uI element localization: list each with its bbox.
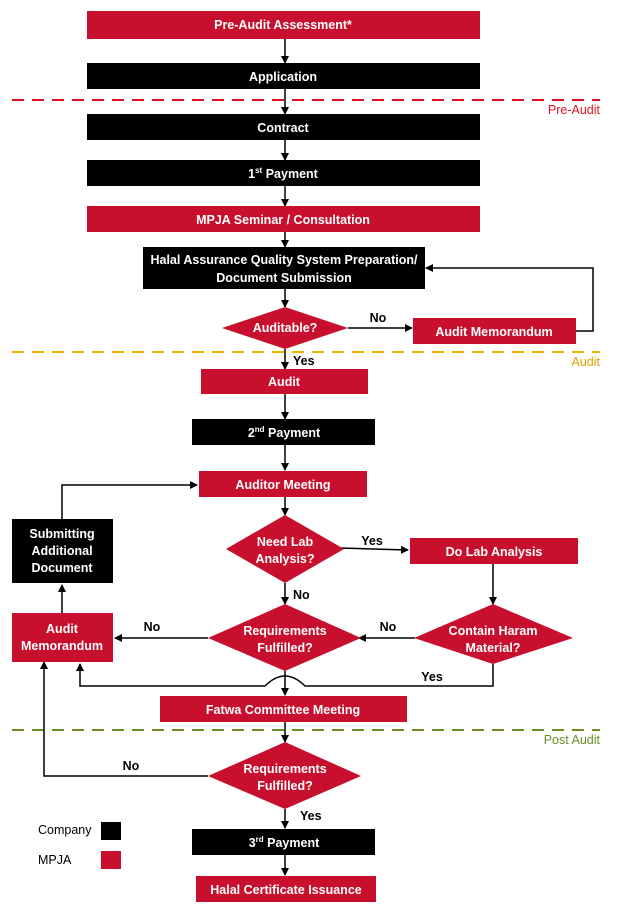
pre-audit-assessment-box bbox=[87, 11, 480, 39]
submitting-additional-box bbox=[12, 519, 113, 583]
pre-audit-label: Pre-Audit bbox=[548, 103, 601, 117]
auditable-text: Auditable? bbox=[253, 321, 318, 335]
auditable-no-label: No bbox=[370, 311, 387, 325]
edge-req2-no bbox=[40, 661, 208, 777]
payment2-num: 2 bbox=[248, 426, 255, 440]
do-lab-analysis-text: Do Lab Analysis bbox=[446, 545, 543, 559]
auditor-meeting-box bbox=[199, 471, 367, 497]
payment3-text: 3rd Payment bbox=[249, 835, 320, 850]
submitting-text-line3: Document bbox=[31, 561, 93, 575]
req2-text-line2: Fulfilled? bbox=[257, 779, 313, 793]
edge-needlab-yes bbox=[339, 545, 409, 554]
audit-box bbox=[201, 369, 368, 394]
haram-yes-label: Yes bbox=[421, 670, 443, 684]
need-lab-text-line1: Need Lab bbox=[257, 535, 314, 549]
payment1-label: Payment bbox=[262, 167, 318, 181]
req2-text-line1: Requirements bbox=[243, 762, 326, 776]
req1-text-line2: Fulfilled? bbox=[257, 641, 313, 655]
lab-no-label: No bbox=[293, 588, 310, 602]
certificate-box bbox=[196, 876, 376, 902]
fatwa-meeting-box bbox=[160, 696, 407, 722]
legend-mpja-label: MPJA bbox=[38, 853, 72, 867]
need-lab-diamond bbox=[226, 515, 344, 583]
submitting-text-line2: Additional bbox=[31, 544, 92, 558]
haram-text-line2: Material? bbox=[466, 641, 521, 655]
fatwa-meeting-text: Fatwa Committee Meeting bbox=[206, 703, 360, 717]
payment1-num: 1 bbox=[248, 167, 255, 181]
contract-text: Contract bbox=[257, 121, 309, 135]
payment3-label: Payment bbox=[264, 836, 320, 850]
payment1-text: 1st Payment bbox=[248, 166, 318, 181]
post-audit-label: Post Audit bbox=[544, 733, 601, 747]
req2-no-label: No bbox=[123, 759, 140, 773]
pre-audit-assessment-text: Pre-Audit Assessment* bbox=[214, 18, 352, 32]
certificate-text: Halal Certificate Issuance bbox=[210, 883, 362, 897]
legend-mpja-swatch bbox=[101, 851, 121, 869]
audit-memorandum-left-box bbox=[12, 613, 113, 662]
audit-memorandum-top-box bbox=[413, 318, 576, 344]
auditable-yes-label: Yes bbox=[293, 354, 315, 368]
audit-memo-left-text-line2: Memorandum bbox=[21, 639, 103, 653]
auditable-diamond bbox=[222, 307, 348, 349]
edge-submitting-meeting bbox=[61, 481, 198, 519]
haram-text-line1: Contain Haram bbox=[449, 624, 538, 638]
legend-company-swatch bbox=[101, 822, 121, 840]
requirements-1-diamond bbox=[208, 604, 361, 671]
payment2-text: 2nd Payment bbox=[248, 425, 321, 440]
audit-memo-left-text-line1: Audit bbox=[46, 622, 79, 636]
seminar-box bbox=[87, 206, 480, 232]
halal-prep-text-line2: Document Submission bbox=[216, 271, 351, 285]
legend-company-label: Company bbox=[38, 823, 92, 837]
halal-prep-text-line1: Halal Assurance Quality System Preparati… bbox=[150, 253, 418, 267]
requirements-2-diamond bbox=[208, 742, 361, 809]
payment3-box bbox=[192, 829, 375, 855]
lab-yes-label: Yes bbox=[361, 534, 383, 548]
seminar-text: MPJA Seminar / Consultation bbox=[196, 213, 370, 227]
haram-no-label: No bbox=[380, 620, 397, 634]
payment1-sup: st bbox=[255, 166, 262, 175]
req1-text-line1: Requirements bbox=[243, 624, 326, 638]
req1-no-label: No bbox=[144, 620, 161, 634]
audit-label: Audit bbox=[572, 355, 601, 369]
submitting-text-line1: Submitting bbox=[29, 527, 94, 541]
auditor-meeting-text: Auditor Meeting bbox=[235, 478, 330, 492]
payment3-sup: rd bbox=[256, 835, 264, 844]
halal-prep-box bbox=[143, 247, 425, 289]
haram-diamond bbox=[414, 604, 573, 664]
contract-box bbox=[87, 114, 480, 140]
edge-memo-loop-back bbox=[425, 264, 594, 332]
payment2-sup: nd bbox=[255, 425, 265, 434]
application-box bbox=[87, 63, 480, 89]
do-lab-analysis-box bbox=[410, 538, 578, 564]
application-text: Application bbox=[249, 70, 317, 84]
audit-memorandum-top-text: Audit Memorandum bbox=[435, 325, 552, 339]
payment1-box bbox=[87, 160, 480, 186]
payment3-num: 3 bbox=[249, 836, 256, 850]
payment2-box bbox=[192, 419, 375, 445]
need-lab-text-line2: Analysis? bbox=[255, 552, 314, 566]
payment2-label: Payment bbox=[265, 426, 321, 440]
req2-yes-label: Yes bbox=[300, 809, 322, 823]
audit-text: Audit bbox=[268, 375, 301, 389]
